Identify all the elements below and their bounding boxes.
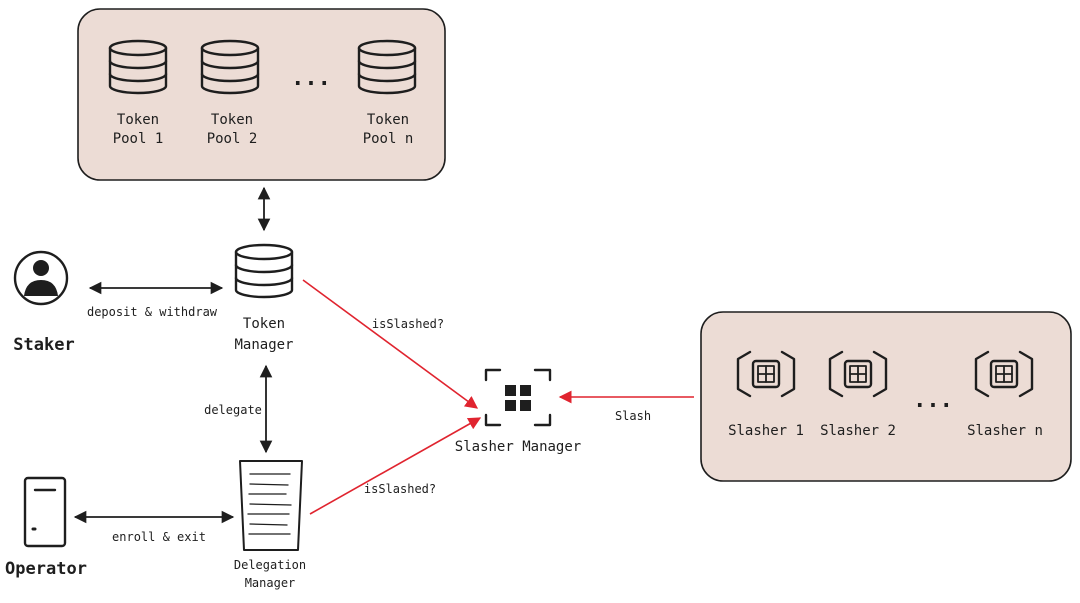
enroll-exit-label: enroll & exit: [112, 530, 206, 544]
slasher-n-label: Slasher n: [967, 423, 1043, 439]
token-pools-container: [77, 8, 446, 181]
token-manager-database-icon: [234, 243, 294, 299]
token-pools-ellipsis: ...: [291, 66, 331, 91]
slashers-container: [700, 311, 1072, 482]
slasher-1-label: Slasher 1: [728, 423, 804, 439]
slashers-ellipsis: ...: [913, 388, 953, 413]
delegate-label: delegate: [204, 403, 262, 417]
is-slashed-top-arrow: [302, 279, 479, 409]
is-slashed-bottom-arrow: [309, 417, 482, 515]
document-icon: [239, 460, 303, 551]
token-pool-1-label-line2: Pool 1: [113, 131, 164, 147]
user-avatar-icon: [13, 250, 69, 306]
token-pool-2-label-line2: Pool 2: [207, 131, 258, 147]
slasher-2-label: Slasher 2: [820, 423, 896, 439]
token-manager-label-line1: Token: [243, 316, 285, 332]
delegation-manager-label-line1: Delegation: [234, 558, 306, 572]
delegation-manager-label-line2: Manager: [245, 576, 296, 590]
slasher-manager-label: Slasher Manager: [455, 439, 581, 455]
is-slashed-bottom-label: isSlashed?: [364, 482, 436, 496]
staker-label: Staker: [13, 335, 74, 355]
token-manager-label-line2: Manager: [234, 337, 293, 353]
grid-focus-icon: [484, 368, 552, 427]
deposit-withdraw-label: deposit & withdraw: [87, 305, 218, 319]
token-pool-n-label-line2: Pool n: [363, 131, 414, 147]
token-pool-1-label-line1: Token: [117, 112, 159, 128]
is-slashed-top-label: isSlashed?: [372, 317, 444, 331]
server-icon: [23, 476, 67, 548]
token-pool-n-label-line1: Token: [367, 112, 409, 128]
token-pool-2-label-line1: Token: [211, 112, 253, 128]
slash-label: Slash: [615, 409, 651, 423]
operator-label: Operator: [5, 559, 87, 579]
